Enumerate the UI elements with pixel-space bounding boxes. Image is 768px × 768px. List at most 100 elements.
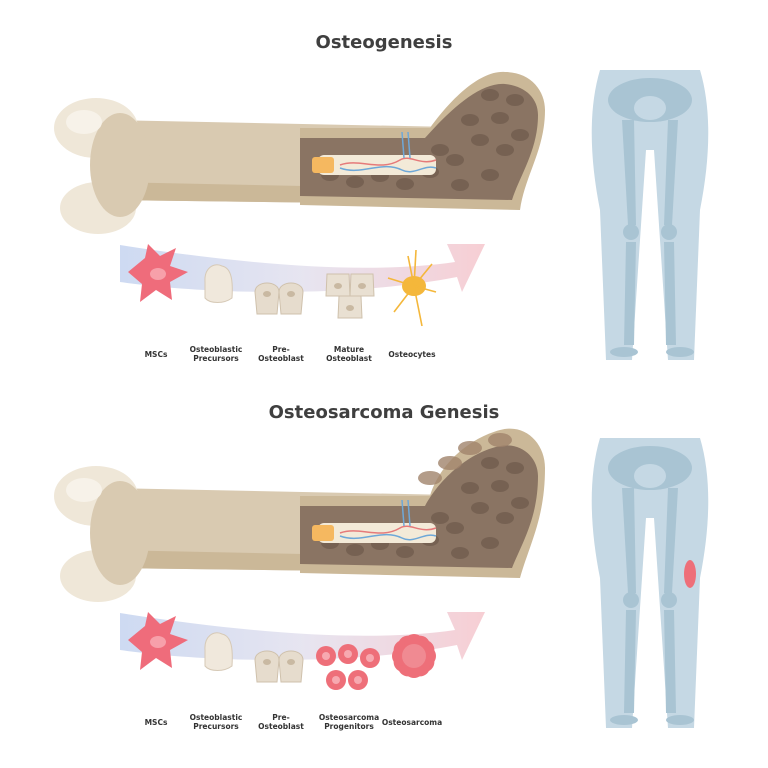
stage-label-mature-osteoblast: Mature Osteoblast xyxy=(326,345,372,363)
stage-label-osteoblastic-precursors: Osteoblastic Precursors xyxy=(189,345,243,363)
bone-highlight xyxy=(66,110,102,134)
trabecula xyxy=(471,502,489,514)
trabecula xyxy=(471,134,489,146)
femur-left xyxy=(622,488,636,593)
osteogenesis-section xyxy=(54,70,709,360)
trabecula xyxy=(431,144,449,156)
trabecula xyxy=(481,537,499,549)
stage-label-osteosarcoma-progenitors: Osteosarcoma Progenitors xyxy=(318,713,380,731)
pre-osteoblast-cell xyxy=(254,282,280,315)
osteocyte-process xyxy=(413,285,437,293)
trabecula xyxy=(461,482,479,494)
bone-highlight xyxy=(66,478,102,502)
section-title-osteogenesis: Osteogenesis xyxy=(315,32,453,53)
trabecula xyxy=(481,169,499,181)
trabecula xyxy=(461,114,479,126)
pre-osteoblast-cell xyxy=(278,650,304,683)
stage-label-pre-osteoblast: Pre- Osteoblast xyxy=(258,345,304,363)
tibia-right xyxy=(664,610,676,713)
growth-plug xyxy=(312,157,334,173)
msc-nucleus xyxy=(150,268,166,280)
body-silhouette xyxy=(591,70,709,360)
blood-vessel xyxy=(339,525,437,534)
section-title-osteosarcoma-genesis: Osteosarcoma Genesis xyxy=(268,402,500,423)
leg-skeleton-figure xyxy=(591,438,709,728)
trabecula xyxy=(511,129,529,141)
osteocyte-process xyxy=(413,285,423,327)
blood-vessel xyxy=(339,533,437,541)
stage-label-osteosarcoma: Osteosarcoma xyxy=(381,718,443,727)
cell-nucleus xyxy=(287,659,295,665)
pre-osteoblast-cell xyxy=(254,650,280,683)
femur-bone xyxy=(54,428,545,602)
cell-nucleus xyxy=(344,650,352,658)
cell-nucleus xyxy=(334,283,342,289)
cell-nucleus xyxy=(346,305,354,311)
cell-nucleus xyxy=(263,291,271,297)
tibia-left xyxy=(624,242,636,345)
precursor-cell xyxy=(204,264,233,303)
foot-right xyxy=(666,347,694,357)
pelvic-inlet xyxy=(634,464,666,488)
tumor-mass xyxy=(488,433,512,447)
tibia-right xyxy=(664,242,676,345)
tumor-mass xyxy=(418,471,442,485)
trabecula xyxy=(451,547,469,559)
knee-left xyxy=(623,592,639,608)
cell-nucleus xyxy=(366,654,374,662)
trabecula xyxy=(396,546,414,558)
trabecula xyxy=(491,480,509,492)
stage-label-pre-osteoblast: Pre- Osteoblast xyxy=(258,713,304,731)
tumor-mass xyxy=(458,441,482,455)
osteocyte-process xyxy=(413,249,417,287)
blood-vessel xyxy=(339,165,437,173)
trabecula xyxy=(451,179,469,191)
trabecula xyxy=(496,512,514,524)
tibia-left xyxy=(624,610,636,713)
femur-left xyxy=(622,120,636,225)
femur-right xyxy=(664,488,678,593)
trabecula xyxy=(481,457,499,469)
trabecula xyxy=(506,94,524,106)
trabecula xyxy=(511,497,529,509)
tumor-mass xyxy=(438,456,462,470)
knee-right xyxy=(661,592,677,608)
cell-nucleus xyxy=(263,659,271,665)
tumor-site xyxy=(684,560,696,588)
osteocyte-process xyxy=(413,263,433,287)
leg-skeleton-figure xyxy=(591,70,709,360)
cell-nucleus xyxy=(358,283,366,289)
trabecula xyxy=(496,144,514,156)
knee-left xyxy=(623,224,639,240)
trabecula xyxy=(346,176,364,188)
foot-left xyxy=(610,347,638,357)
trabecula xyxy=(491,112,509,124)
femur-right xyxy=(664,120,678,225)
trabecula xyxy=(446,522,464,534)
cell-nucleus xyxy=(332,676,340,684)
osteocyte-process xyxy=(393,285,415,313)
trabecula xyxy=(346,544,364,556)
foot-left xyxy=(610,715,638,725)
osteosarcoma-core xyxy=(402,644,426,668)
body-silhouette xyxy=(591,438,709,728)
trabecula xyxy=(506,462,524,474)
trabecula xyxy=(446,154,464,166)
bone-marrow-cutaway xyxy=(300,83,538,200)
stage-label-osteoblastic-precursors: Osteoblastic Precursors xyxy=(189,713,243,731)
stage-label-msc: MSCs xyxy=(144,718,168,727)
trabecula xyxy=(431,512,449,524)
stage-label-osteocytes: Osteocytes xyxy=(388,350,436,359)
msc-nucleus xyxy=(150,636,166,648)
trabecula xyxy=(396,178,414,190)
bone-marrow-cutaway xyxy=(300,445,538,568)
pelvic-inlet xyxy=(634,96,666,120)
precursor-cell xyxy=(204,632,233,671)
bone-neck xyxy=(90,481,150,585)
knee-right xyxy=(661,224,677,240)
growth-plug xyxy=(312,525,334,541)
femur-bone xyxy=(54,71,545,234)
bone-neck xyxy=(90,113,150,217)
